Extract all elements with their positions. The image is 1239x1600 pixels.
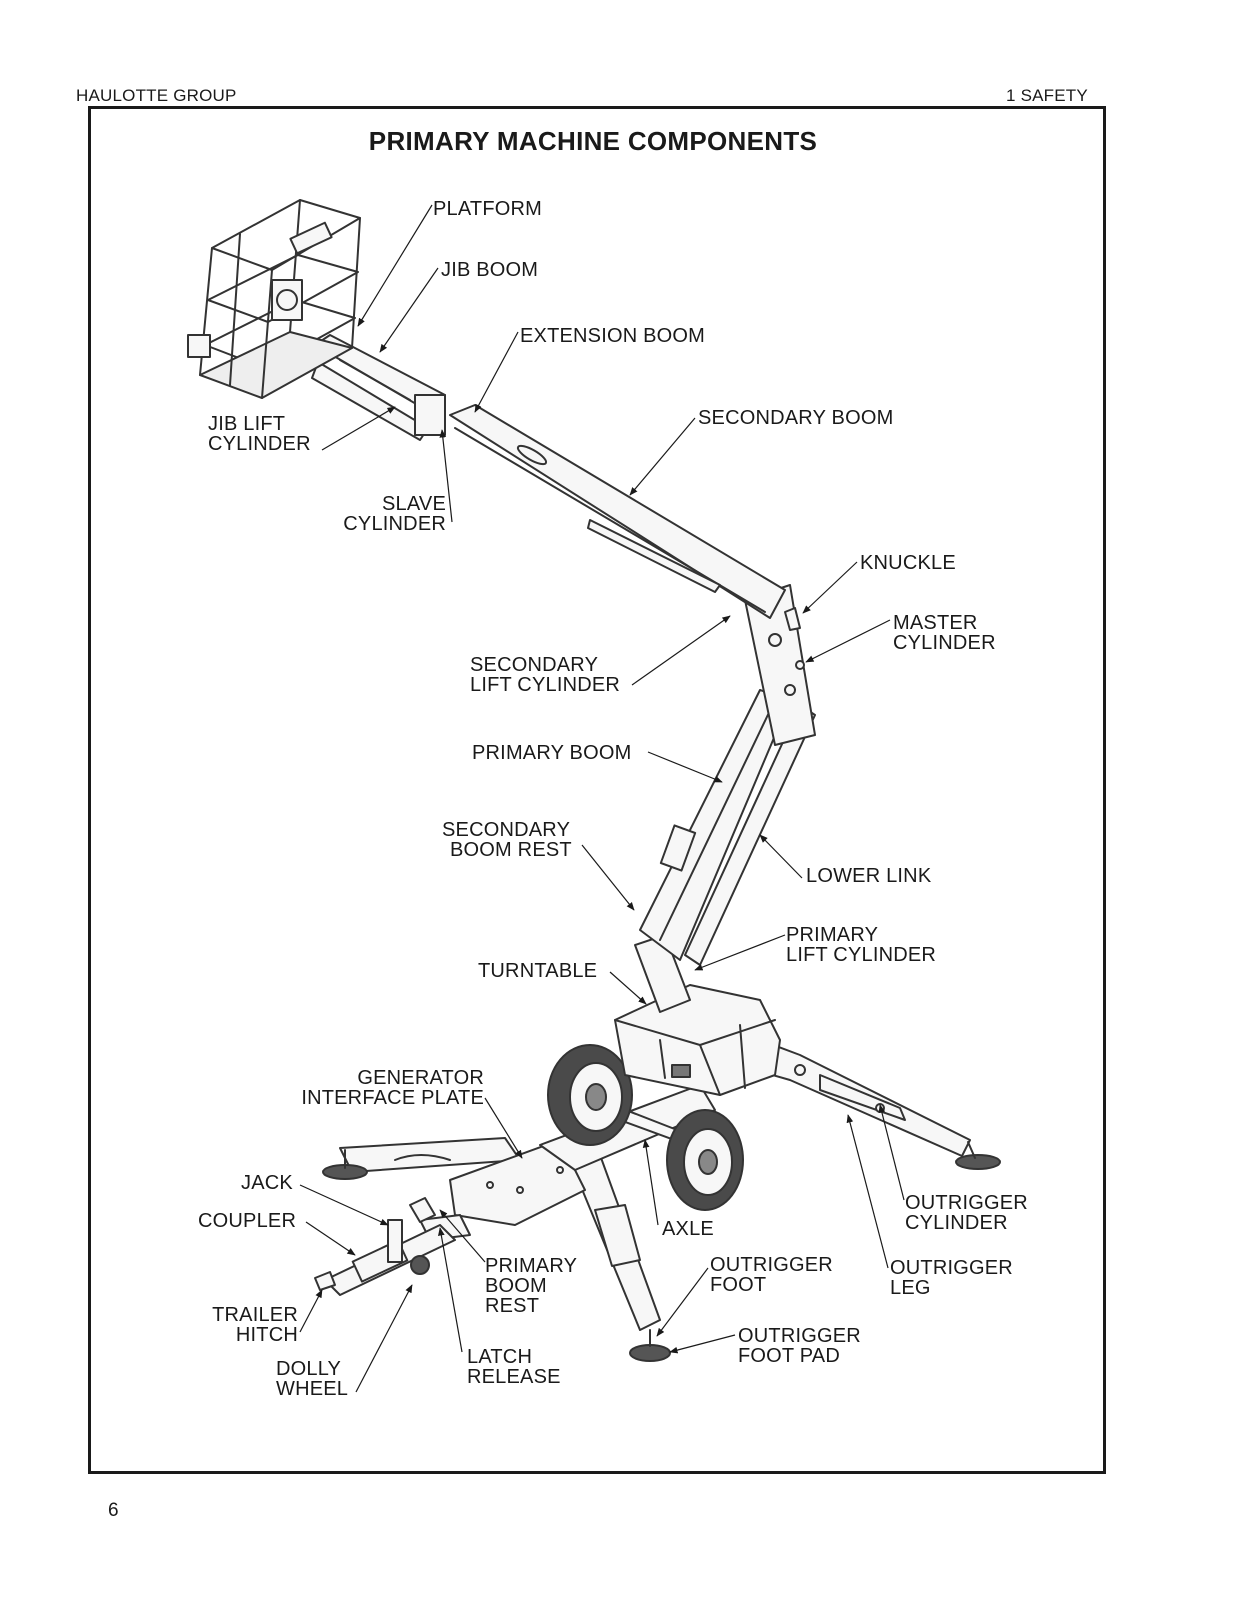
- leader-outrigger-cylinder: [878, 1104, 905, 1201]
- right-wheel: [666, 1109, 744, 1211]
- label-platform: PLATFORM: [433, 198, 543, 220]
- label-trailer-hitch: TRAILER HITCH: [212, 1304, 298, 1346]
- leader-dolly-wheel: [355, 1284, 413, 1393]
- front-outrigger-leg: [569, 1154, 671, 1362]
- page-title: PRIMARY MACHINE COMPONENTS: [368, 126, 818, 156]
- leader-jib-lift-cylinder: [321, 406, 396, 451]
- label-secondary-boom-rest: SECONDARY BOOM REST: [442, 819, 572, 861]
- jib-boom: [311, 334, 446, 441]
- leader-lower-link: [759, 834, 803, 879]
- label-secondary-boom: SECONDARY BOOM: [698, 407, 894, 429]
- leader-slave-cylinder: [439, 429, 453, 523]
- rear-outrigger-leg: [322, 1137, 521, 1180]
- label-slave-cylinder: SLAVE CYLINDER: [343, 493, 446, 535]
- label-secondary-lift-cylinder: SECONDARY LIFT CYLINDER: [470, 654, 621, 696]
- platform-basket: [187, 199, 361, 399]
- label-turntable: TURNTABLE: [478, 960, 598, 982]
- leader-primary-boom-rest: [439, 1209, 486, 1263]
- leader-secondary-boom: [629, 417, 696, 496]
- leader-outrigger-foot-pad: [669, 1334, 736, 1354]
- leader-secondary-lift-cylinder: [631, 615, 731, 686]
- label-primary-boom: PRIMARY BOOM: [472, 742, 632, 764]
- running-header-right: 1 SAFETY: [1006, 86, 1088, 105]
- label-outrigger-foot-pad: OUTRIGGER FOOT PAD: [738, 1325, 861, 1367]
- leader-outrigger-foot: [656, 1267, 709, 1337]
- leader-axle: [642, 1139, 659, 1226]
- leader-trailer-hitch: [299, 1289, 323, 1333]
- leader-outrigger-leg: [846, 1114, 889, 1269]
- label-extension-boom: EXTENSION BOOM: [520, 325, 706, 347]
- label-jib-boom: JIB BOOM: [441, 259, 539, 281]
- label-generator-interface-plate: GENERATOR INTERFACE PLATE: [301, 1067, 484, 1109]
- label-primary-lift-cylinder: PRIMARY LIFT CYLINDER: [786, 924, 937, 966]
- label-jack: JACK: [241, 1172, 293, 1194]
- label-outrigger-foot: OUTRIGGER FOOT: [710, 1254, 833, 1296]
- leader-master-cylinder: [805, 619, 891, 663]
- label-jib-lift-cylinder: JIB LIFT CYLINDER: [208, 413, 311, 455]
- leader-generator-interface-plate: [484, 1097, 523, 1159]
- label-axle: AXLE: [662, 1218, 714, 1240]
- label-outrigger-cylinder: OUTRIGGER CYLINDER: [905, 1192, 1028, 1234]
- label-primary-boom-rest: PRIMARY BOOM REST: [485, 1255, 578, 1317]
- page-number: 6: [108, 1500, 119, 1521]
- running-header-left: HAULOTTE GROUP: [76, 86, 237, 105]
- leader-latch-release: [438, 1227, 463, 1353]
- label-knuckle: KNUCKLE: [860, 552, 956, 574]
- label-coupler: COUPLER: [198, 1210, 297, 1232]
- right-outrigger-leg: [754, 1039, 1001, 1170]
- left-wheel: [547, 1044, 633, 1146]
- diagram-frame: [88, 106, 1106, 1474]
- leader-primary-boom: [647, 751, 723, 783]
- secondary-boom: [449, 404, 786, 619]
- leader-jib-boom: [379, 267, 439, 353]
- leader-turntable: [609, 971, 647, 1005]
- label-master-cylinder: MASTER CYLINDER: [893, 612, 996, 654]
- leader-platform: [357, 204, 433, 327]
- label-outrigger-leg: OUTRIGGER LEG: [890, 1257, 1013, 1299]
- leader-secondary-boom-rest: [581, 844, 635, 911]
- leader-extension-boom: [474, 331, 519, 413]
- trailer-hitch-assembly: [314, 1197, 456, 1296]
- leader-primary-lift-cylinder: [694, 934, 786, 971]
- leader-knuckle: [802, 561, 858, 614]
- leader-jack: [299, 1184, 389, 1226]
- turntable-housing: [614, 984, 781, 1096]
- label-lower-link: LOWER LINK: [806, 865, 932, 887]
- label-latch-release: LATCH RELEASE: [467, 1346, 561, 1388]
- chassis-frame: [419, 1084, 716, 1241]
- leader-coupler: [305, 1221, 356, 1256]
- label-dolly-wheel: DOLLY WHEEL: [276, 1358, 349, 1400]
